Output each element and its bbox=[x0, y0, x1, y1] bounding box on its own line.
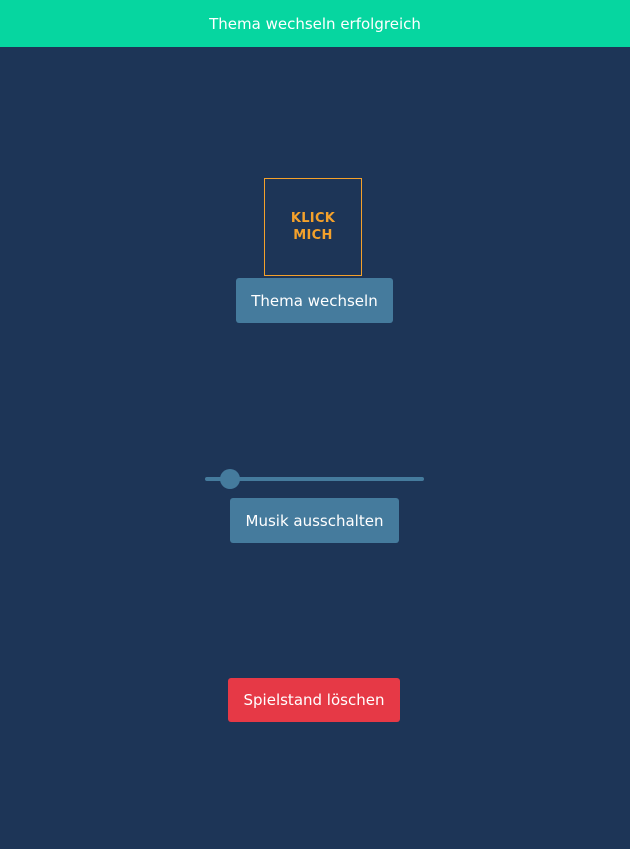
volume-slider[interactable] bbox=[205, 468, 424, 490]
delete-savegame-label: Spielstand löschen bbox=[243, 691, 385, 709]
click-me-line2: MICH bbox=[293, 228, 333, 243]
volume-slider-thumb[interactable] bbox=[220, 469, 241, 489]
success-toast: Thema wechseln erfolgreich bbox=[0, 0, 630, 47]
switch-theme-label: Thema wechseln bbox=[251, 291, 378, 310]
click-me-box[interactable]: KLICK MICH bbox=[264, 178, 362, 276]
delete-savegame-button[interactable]: Spielstand löschen bbox=[228, 678, 400, 722]
volume-slider-track[interactable] bbox=[205, 477, 424, 481]
toast-message: Thema wechseln erfolgreich bbox=[209, 14, 421, 33]
mute-music-button[interactable]: Musik ausschalten bbox=[230, 498, 399, 543]
mute-music-label: Musik ausschalten bbox=[245, 511, 384, 530]
click-me-line1: KLICK bbox=[290, 211, 336, 226]
switch-theme-button[interactable]: Thema wechseln bbox=[236, 278, 393, 323]
